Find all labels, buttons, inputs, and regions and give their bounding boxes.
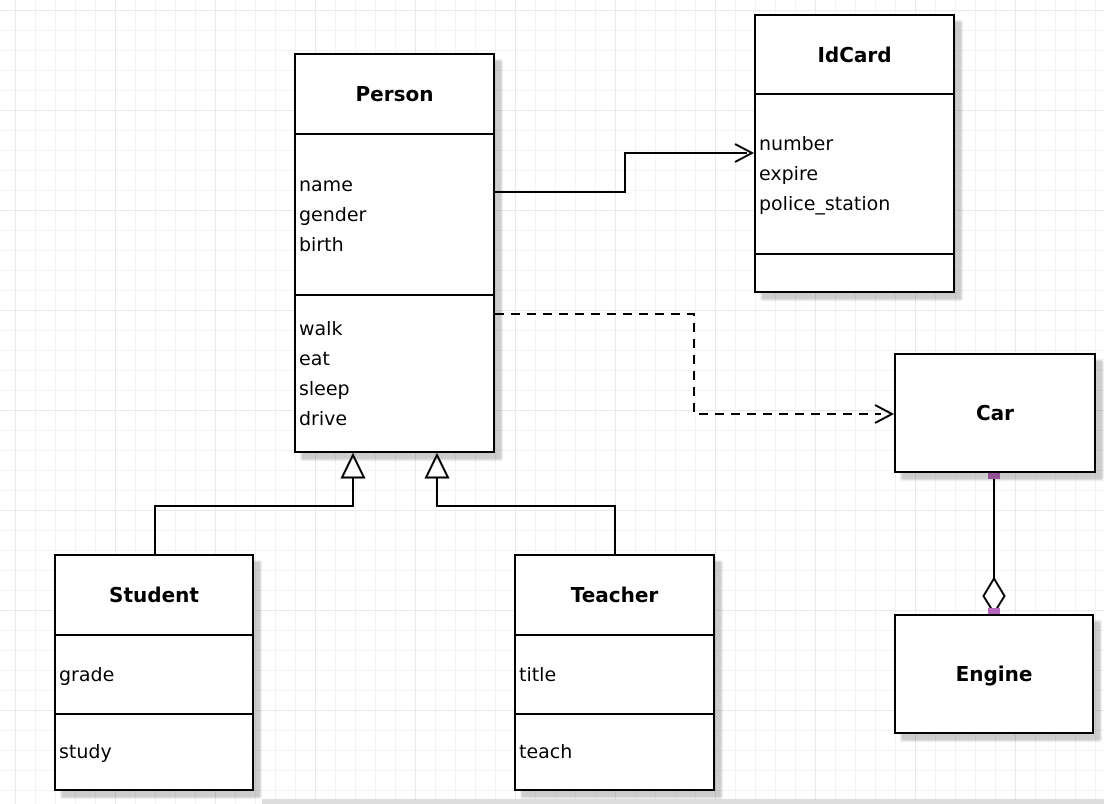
generalization-line[interactable] <box>436 478 616 554</box>
method-label: teach <box>519 741 573 763</box>
class-title: Teacher <box>570 583 659 607</box>
attributes-section: title <box>516 634 713 713</box>
attribute-label: name <box>299 173 353 196</box>
class-title: IdCard <box>817 42 892 67</box>
method-label: sleep <box>299 377 350 400</box>
uml-class-car[interactable]: Car <box>894 353 1096 473</box>
class-title: Engine <box>955 662 1033 686</box>
hollow-diamond-icon <box>982 576 1006 615</box>
attribute-label: gender <box>299 203 367 226</box>
aggregation-car-engine[interactable] <box>982 467 1006 620</box>
hollow-triangle-arrowhead-icon <box>340 452 366 479</box>
methods-section: study <box>56 713 252 789</box>
hollow-triangle-arrowhead-icon <box>424 452 450 479</box>
method-label: study <box>59 741 112 763</box>
uml-class-teacher[interactable]: Teacher title teach <box>514 554 715 791</box>
attribute-label: title <box>519 663 557 686</box>
attribute-label: grade <box>59 663 115 686</box>
attributes-section: grade <box>56 634 252 713</box>
methods-section: walk eat sleep drive <box>296 294 493 451</box>
class-title: Car <box>975 401 1015 425</box>
attribute-label: number <box>759 133 834 155</box>
uml-class-idcard[interactable]: IdCard number expire police_station <box>754 14 955 293</box>
dependency-person-car[interactable] <box>495 313 895 424</box>
method-label: eat <box>299 347 330 370</box>
attributes-section: number expire police_station <box>756 93 953 253</box>
canvas-edge-shadow <box>262 799 1104 804</box>
generalization-teacher-person[interactable] <box>424 452 616 554</box>
generalization-line[interactable] <box>154 478 354 554</box>
dependency-dashed-line[interactable] <box>495 313 881 415</box>
attribute-label: police_station <box>759 193 891 215</box>
open-arrowhead-icon <box>734 143 755 163</box>
attributes-section: name gender birth <box>296 133 493 294</box>
association-line[interactable] <box>495 152 747 193</box>
methods-section-empty <box>756 253 953 291</box>
uml-class-engine[interactable]: Engine <box>894 614 1094 734</box>
generalization-student-person[interactable] <box>154 452 366 554</box>
attribute-label: expire <box>759 163 819 185</box>
class-title: Person <box>355 82 434 106</box>
uml-class-student[interactable]: Student grade study <box>54 554 254 791</box>
class-title: Student <box>109 583 199 607</box>
methods-section: teach <box>516 713 713 789</box>
method-label: walk <box>299 317 343 340</box>
open-arrowhead-icon <box>874 404 895 424</box>
method-label: drive <box>299 407 348 430</box>
uml-class-person[interactable]: Person name gender birth walk eat sleep … <box>294 53 495 453</box>
attribute-label: birth <box>299 233 344 256</box>
association-person-idcard[interactable] <box>495 143 755 193</box>
